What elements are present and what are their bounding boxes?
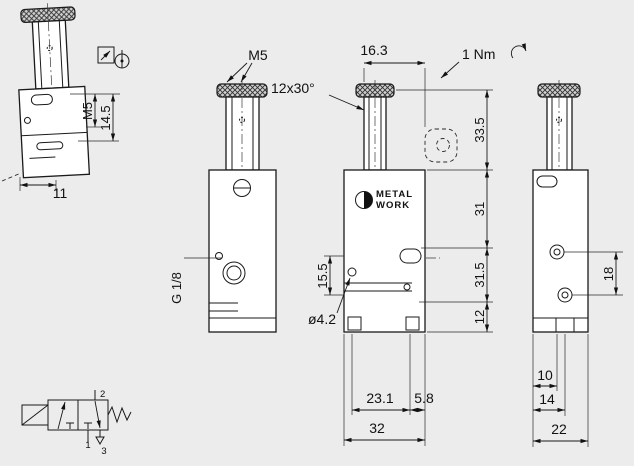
dim-width-5-8: 5.8 — [414, 390, 434, 406]
valve-stem — [31, 19, 70, 90]
dim-width-11: 11 — [53, 185, 68, 201]
dim-hole-dia: ø4.2 — [308, 311, 336, 327]
view-right-side: 1 Nm — [440, 43, 589, 333]
valve-body — [18, 85, 91, 179]
hidden-pilot-detail — [424, 128, 458, 163]
dim-thread-front: M5 — [248, 47, 268, 63]
view-front: M5 G 1/8 — [169, 47, 277, 333]
symbol-port-2: 2 — [100, 389, 105, 400]
dim-height-31: 31 — [472, 202, 487, 216]
dim-offset-15-5: 15.5 — [315, 263, 330, 288]
valve-stem — [225, 96, 260, 171]
symbol-port-3: 3 — [101, 446, 106, 457]
valve-body — [343, 169, 426, 333]
valve-body — [208, 169, 277, 333]
mounting-hole — [347, 267, 357, 277]
symbol-port-1: 1 — [85, 440, 90, 451]
return-spring — [107, 405, 132, 424]
dim-pitch-18: 18 — [601, 267, 616, 281]
dim-width-22: 22 — [551, 421, 567, 437]
g18-port — [222, 261, 246, 285]
valve-stem — [546, 96, 573, 171]
body-slot — [30, 93, 53, 106]
tilt-centerline — [1, 172, 22, 182]
valve-body — [532, 169, 589, 333]
dim-height-14-5: 14.5 — [98, 105, 113, 130]
dim-width-14: 14 — [539, 391, 555, 407]
dim-torque: 1 Nm — [462, 46, 495, 62]
dim-height-31-5: 31.5 — [472, 262, 487, 287]
view-left-side — [18, 3, 91, 179]
dim-width-10: 10 — [537, 367, 553, 383]
dim-chamfer: 12x30° — [271, 80, 315, 96]
pilot-actuator — [21, 404, 49, 426]
valve-position-actuated — [47, 399, 79, 431]
dim-width-23-1: 23.1 — [366, 390, 393, 406]
logo-line2: WORK — [376, 200, 410, 211]
dim-width-16-3: 16.3 — [360, 42, 387, 58]
torque-rotation-icon — [510, 43, 527, 59]
pilot-hole — [215, 252, 223, 260]
view-main-dimensions: 16.3 12x30° 33.5 31 31.5 12 15.5 ø4.2 23… — [271, 42, 493, 446]
manual-actuator-symbol — [97, 46, 130, 69]
dim-width-32: 32 — [369, 420, 385, 436]
body-slot — [536, 175, 558, 188]
dim-port-thread: G 1/8 — [169, 272, 184, 304]
logo-line1: METAL — [376, 189, 413, 200]
dim-thread-side: M5 — [80, 102, 95, 120]
dim-height-12: 12 — [472, 310, 487, 324]
valve-position-rest — [77, 399, 109, 431]
body-hole — [23, 116, 31, 124]
dim-height-33-5: 33.5 — [472, 117, 487, 142]
metalwork-logo: METAL WORK — [355, 189, 413, 211]
view-right-dimensions: 18 10 14 22 — [532, 251, 623, 447]
exhaust-icon — [95, 436, 105, 446]
side-slot — [399, 248, 422, 264]
view-main: METAL WORK — [343, 80, 458, 333]
pneumatic-circuit-symbol: 2 1 3 — [21, 389, 132, 457]
view-left-dimensions: M5 14.5 11 — [19, 93, 120, 201]
